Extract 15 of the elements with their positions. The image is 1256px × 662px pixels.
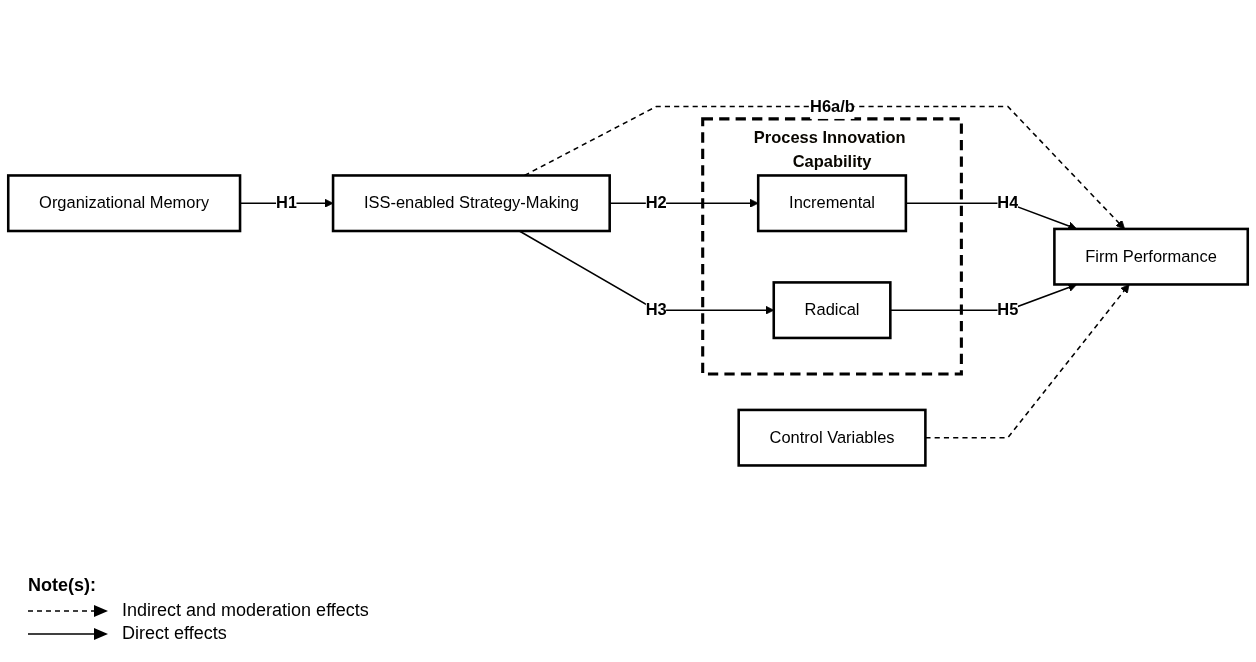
node-box: Organizational Memory	[6, 174, 242, 233]
edge-label: H5	[997, 301, 1019, 319]
note-heading: Note(s):	[28, 575, 97, 596]
edge-label: H2	[645, 194, 667, 212]
edge-label: H3	[645, 301, 667, 319]
node-box: Radical	[772, 281, 892, 340]
edge-label: H6a/b	[810, 97, 855, 115]
node-box: Control Variables	[737, 408, 927, 467]
node-box: Incremental	[756, 174, 908, 233]
node-box: Firm Performance	[1053, 227, 1250, 286]
node-box: ISS-enabled Strategy-Making	[331, 174, 611, 233]
legend-text: Indirect and moderation effects	[122, 600, 369, 621]
legend-text: Direct effects	[122, 623, 227, 644]
edge-label: H4	[997, 194, 1019, 212]
edge-label: H1	[276, 194, 298, 212]
